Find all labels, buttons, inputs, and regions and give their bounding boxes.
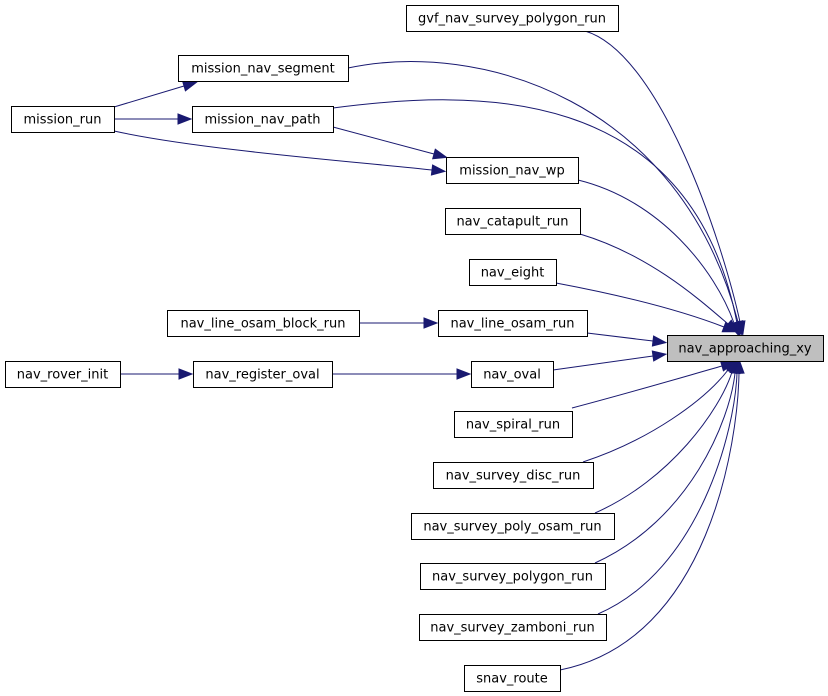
node-box: [11, 106, 115, 133]
node-nav-survey-disc-run[interactable]: nav_survey_disc_run: [433, 462, 594, 489]
node-box: [445, 208, 581, 235]
edge-nav_register_oval-to-nav_oval: [332, 368, 472, 380]
node-label: snav_route: [476, 672, 548, 687]
node-label: nav_approaching_xy: [678, 342, 812, 357]
node-nav-survey-polygon-run[interactable]: nav_survey_polygon_run: [420, 563, 606, 590]
edge-nav_line_osam_block_run-to-nav_line_osam_run: [359, 317, 439, 329]
node-label: nav_line_osam_block_run: [180, 317, 345, 332]
node-label: mission_nav_segment: [191, 62, 335, 77]
edge-nav_oval-to-nav_approaching_xy: [552, 350, 668, 371]
node-mission-nav-segment[interactable]: mission_nav_segment: [178, 55, 349, 82]
node-label: nav_survey_poly_osam_run: [423, 520, 601, 535]
node-layer: nav_approaching_xy gvf_nav_survey_polygon…: [5, 5, 824, 692]
edge-layer: [113, 30, 746, 671]
node-box: [420, 563, 606, 590]
node-box: [438, 310, 588, 337]
node-nav-catapult-run[interactable]: nav_catapult_run: [445, 208, 581, 235]
node-label: mission_nav_wp: [459, 164, 564, 179]
edge-mission_run-to-mission_nav_wp: [113, 130, 447, 176]
node-box: [469, 259, 557, 286]
node-box: [419, 614, 607, 641]
node-label: mission_nav_path: [204, 113, 320, 128]
node-label: nav_survey_zamboni_run: [430, 621, 594, 636]
node-label: mission_run: [24, 113, 102, 128]
node-nav-rover-init[interactable]: nav_rover_init: [5, 361, 121, 388]
node-label: nav_rover_init: [17, 368, 109, 383]
edge-mission_nav_path-to-mission_nav_wp: [332, 126, 448, 160]
node-nav-approaching-xy[interactable]: nav_approaching_xy: [667, 335, 824, 362]
node-box: [5, 361, 121, 388]
edge-nav_line_osam_run-to-nav_approaching_xy: [586, 332, 668, 347]
node-label: nav_spiral_run: [466, 418, 560, 433]
node-mission-nav-path[interactable]: mission_nav_path: [192, 106, 334, 133]
node-box: [471, 361, 554, 388]
node-label: nav_survey_polygon_run: [432, 570, 593, 585]
node-label: nav_survey_disc_run: [446, 469, 581, 484]
node-nav-survey-poly-osam-run[interactable]: nav_survey_poly_osam_run: [411, 513, 615, 540]
node-nav-line-osam-block-run[interactable]: nav_line_osam_block_run: [167, 310, 360, 337]
edge-mission_nav_segment-to-nav_approaching_xy: [347, 61, 744, 336]
node-nav-oval[interactable]: nav_oval: [471, 361, 554, 388]
node-label: nav_catapult_run: [456, 215, 568, 230]
node-box: [193, 361, 333, 388]
node-label: nav_line_osam_run: [450, 317, 574, 332]
node-label: gvf_nav_survey_polygon_run: [418, 12, 606, 27]
node-box: [178, 55, 349, 82]
node-box: [411, 513, 615, 540]
node-mission-nav-wp[interactable]: mission_nav_wp: [446, 157, 579, 184]
edge-nav_spiral_run-to-nav_approaching_xy: [571, 360, 736, 409]
node-nav-eight[interactable]: nav_eight: [469, 259, 557, 286]
edge-nav_rover_init-to-nav_register_oval: [120, 368, 194, 380]
node-box: [192, 106, 334, 133]
node-nav-line-osam-run[interactable]: nav_line_osam_run: [438, 310, 588, 337]
node-box: [433, 462, 594, 489]
node-nav-survey-zamboni-run[interactable]: nav_survey_zamboni_run: [419, 614, 607, 641]
edge-gvf_nav_survey_polygon_run-to-nav_approaching_xy: [584, 30, 746, 337]
node-box: [446, 157, 579, 184]
edge-nav_survey_polygon_run-to-nav_approaching_xy: [594, 358, 741, 564]
node-mission-run[interactable]: mission_run: [11, 106, 115, 133]
edge-mission_run-to-mission_nav_path: [114, 113, 193, 125]
edge-mission_run-to-mission_nav_segment: [113, 80, 198, 108]
node-box: [454, 411, 573, 438]
node-box: [167, 310, 360, 337]
node-snav-route[interactable]: snav_route: [464, 665, 561, 692]
node-label: nav_eight: [481, 266, 545, 281]
edge-nav_eight-to-nav_approaching_xy: [555, 282, 738, 333]
node-box: [406, 5, 619, 32]
edge-snav_route-to-nav_approaching_xy: [559, 358, 745, 671]
node-gvf-nav-survey-polygon-run[interactable]: gvf_nav_survey_polygon_run: [406, 5, 619, 32]
node-box: [667, 335, 824, 362]
node-box: [464, 665, 561, 692]
edge-nav_survey_poly_osam_run-to-nav_approaching_xy: [594, 358, 738, 514]
node-label: nav_oval: [483, 368, 541, 383]
node-nav-spiral-run[interactable]: nav_spiral_run: [454, 411, 573, 438]
node-label: nav_register_oval: [205, 368, 319, 383]
node-nav-register-oval[interactable]: nav_register_oval: [193, 361, 333, 388]
